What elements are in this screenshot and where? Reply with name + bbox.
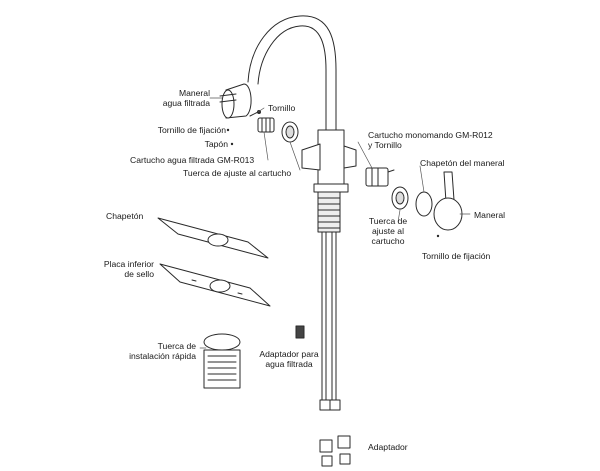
- label-screw: Tornillo: [268, 103, 296, 113]
- label-filtered-cartridge: Cartucho agua filtrada GM-R013: [130, 155, 255, 165]
- label-adjusting-nut-right: Tuerca de ajuste al cartucho: [368, 216, 408, 246]
- leader-lines: [199, 97, 471, 349]
- label-filtered-water-adapter: Adaptador para agua filtrada: [259, 349, 319, 369]
- spout: [247, 15, 337, 131]
- filtered-water-adapter: [295, 325, 305, 339]
- label-plug: Tapón: [204, 139, 228, 149]
- label-escutcheon: Chapetón: [106, 211, 144, 221]
- quick-install-nut: [203, 333, 241, 389]
- label-adapter: Adaptador: [368, 442, 408, 452]
- label-single-lever-cartridge: Cartucho monomando GM-R012 y Tornillo: [368, 130, 493, 150]
- label-quick-install-nut: Tuerca de instalación rápida: [129, 341, 196, 361]
- label-adjusting-nut-left: Tuerca de ajuste al cartucho: [183, 168, 292, 178]
- filtered-cartridge: [257, 117, 275, 133]
- adjusting-nut-left: [281, 121, 299, 143]
- label-filtered-water-handle: Maneral agua filtrada: [162, 88, 210, 108]
- escutcheon-plate: [157, 217, 269, 259]
- filtered-water-handle: [219, 83, 252, 119]
- bottom-seal-plate: [159, 263, 271, 307]
- bottom-adapters: [319, 435, 351, 467]
- reference-dots: [226, 128, 440, 238]
- faucet-body: [301, 129, 357, 233]
- label-handle-escutcheon: Chapetón del maneral: [420, 158, 505, 168]
- label-fixing-screw-right: Tornillo de fijación: [422, 251, 491, 261]
- lever-handle: [433, 171, 463, 231]
- label-seal-plate: Placa inferior de sello: [103, 259, 154, 279]
- label-lever-handle: Maneral: [474, 210, 506, 220]
- handle-escutcheon: [415, 191, 433, 217]
- supply-hoses: [319, 231, 341, 411]
- single-lever-cartridge: [365, 167, 395, 187]
- label-fixing-screw-left: Tornillo de fijación: [157, 125, 226, 135]
- adjusting-nut-right: [391, 186, 409, 210]
